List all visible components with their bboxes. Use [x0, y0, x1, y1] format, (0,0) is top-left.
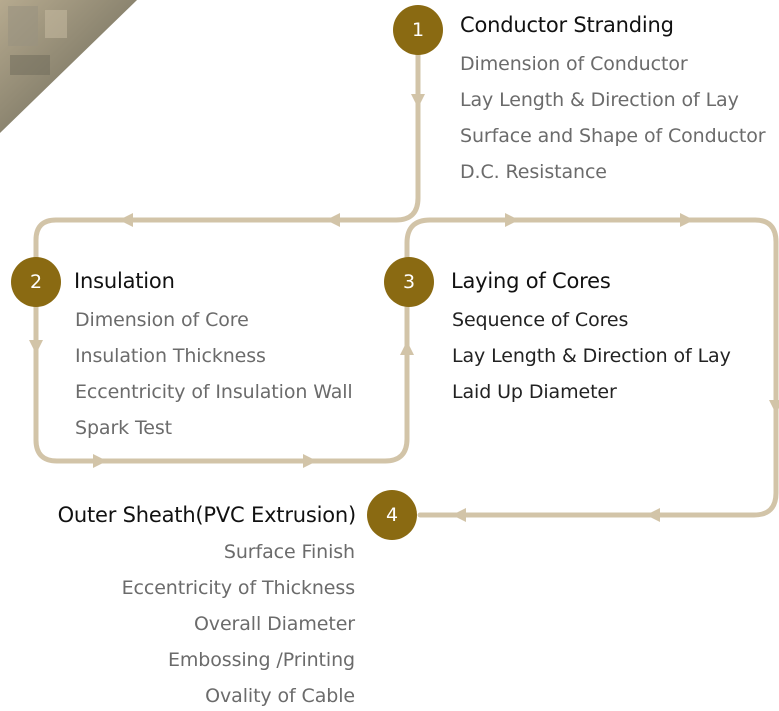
step-4-number: 4	[385, 504, 399, 526]
step-2-item: Eccentricity of Insulation Wall	[75, 381, 353, 403]
step-3-item: Laid Up Diameter	[452, 381, 617, 403]
arrow-left-4	[452, 508, 466, 522]
arrow-right-1	[93, 454, 107, 468]
step-1-item: Surface and Shape of Conductor	[460, 125, 766, 147]
step-1-item: D.C. Resistance	[460, 161, 607, 183]
arrow-left-1	[119, 213, 133, 227]
step-4-item: Ovality of Cable	[205, 685, 355, 707]
arrow-right-3	[505, 213, 519, 227]
connector-1-to-2	[33, 47, 779, 518]
arrow-right-4	[680, 213, 694, 227]
step-4-item: Surface Finish	[223, 541, 355, 563]
step-4-title: Outer Sheath(PVC Extrusion)	[57, 503, 357, 527]
step-2-item: Insulation Thickness	[75, 345, 266, 367]
step-2-item: Dimension of Core	[75, 309, 249, 331]
arrow-up-1	[400, 341, 414, 355]
step-2-item: Spark Test	[75, 417, 173, 439]
step-4-item: Embossing /Printing	[167, 649, 355, 671]
step-4-item: Overall Diameter	[193, 613, 355, 635]
arrow-down-2	[29, 340, 43, 354]
arrow-down-3	[769, 400, 779, 414]
step-3-badge: 3	[384, 257, 434, 307]
step-3-item: Lay Length & Direction of Lay	[452, 345, 731, 367]
step-4-item: Eccentricity of Thickness	[121, 577, 355, 599]
corner-photo	[0, 0, 137, 133]
step-3-item: Sequence of Cores	[452, 309, 629, 331]
step-3-number: 3	[402, 271, 416, 293]
step-1-title: Conductor Stranding	[460, 13, 674, 37]
arrow-left-3	[646, 508, 660, 522]
arrow-right-2	[303, 454, 317, 468]
arrow-left-2	[326, 213, 340, 227]
step-1-item: Dimension of Conductor	[460, 53, 688, 75]
step-2-number: 2	[29, 271, 43, 293]
arrow-down-1	[411, 94, 425, 108]
step-1-item: Lay Length & Direction of Lay	[460, 89, 739, 111]
step-4-badge: 4	[367, 490, 417, 540]
step-3-title: Laying of Cores	[451, 269, 611, 293]
step-2-title: Insulation	[74, 269, 175, 293]
step-1-badge: 1	[393, 5, 443, 55]
step-2-badge: 2	[11, 257, 61, 307]
step-1-number: 1	[411, 19, 425, 41]
